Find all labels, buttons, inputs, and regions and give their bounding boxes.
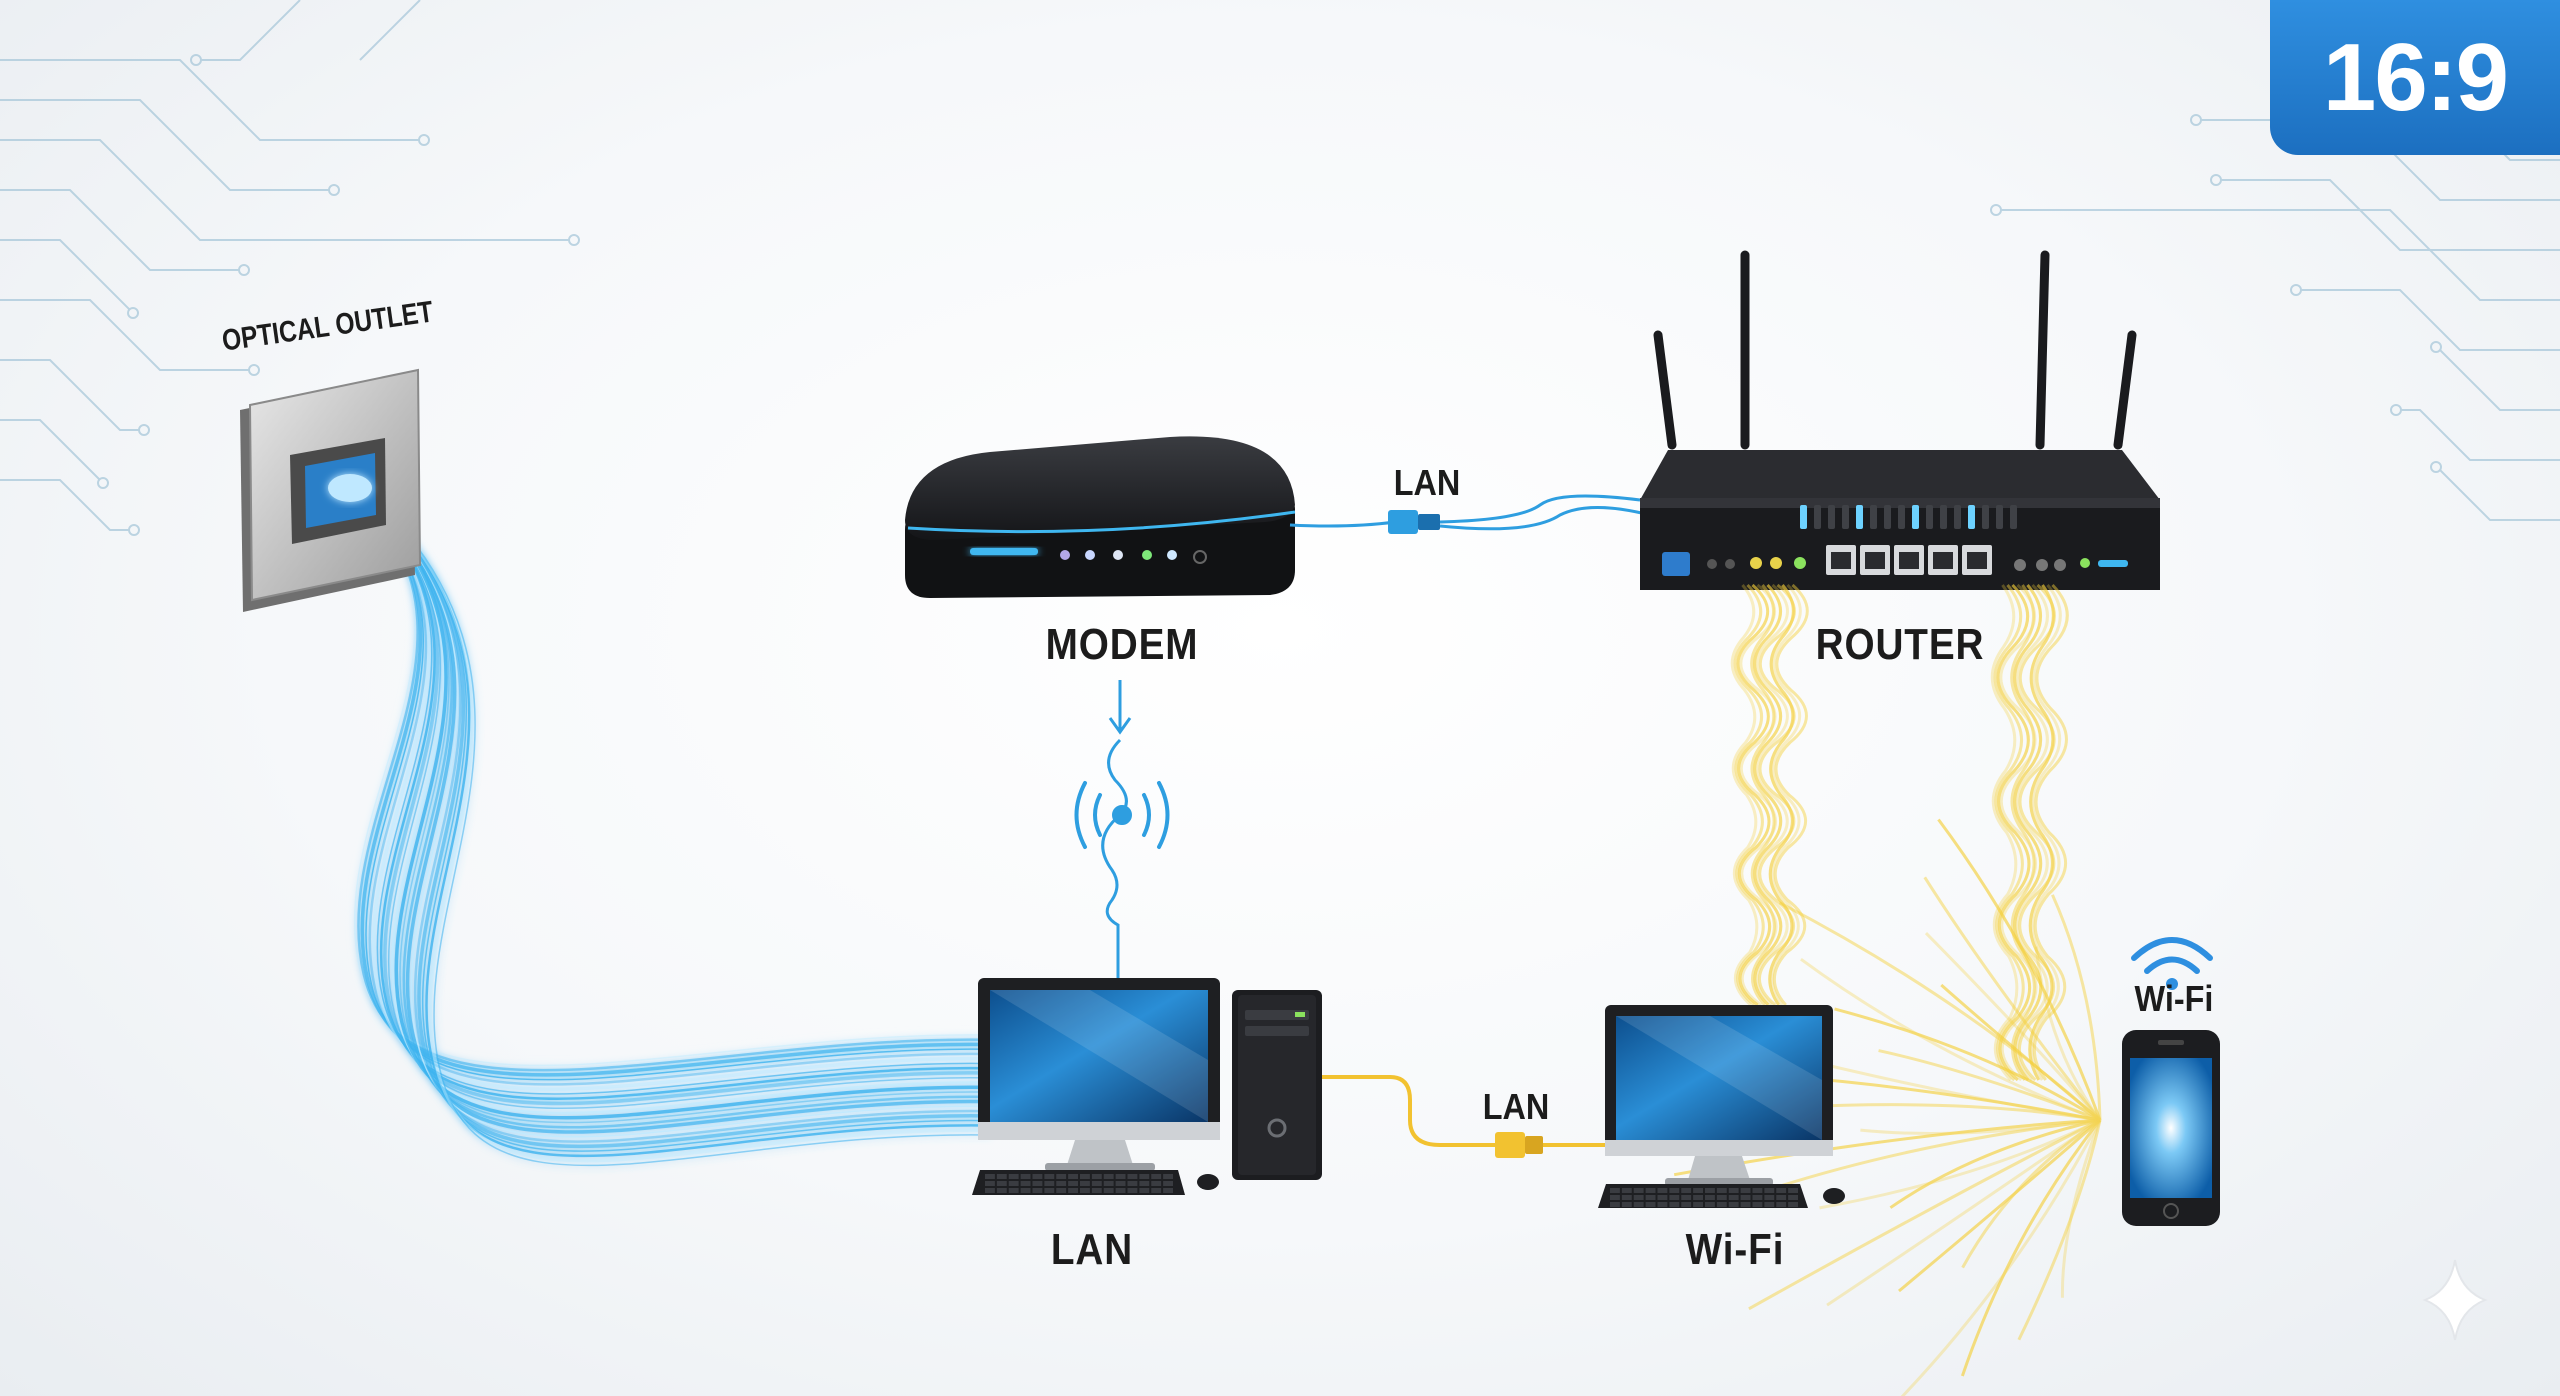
router-label: ROUTER	[1815, 620, 1985, 669]
modem-icon	[905, 436, 1296, 598]
aspect-ratio-text: 16:9	[2322, 23, 2509, 131]
optical-fiber-bundle	[334, 477, 991, 1167]
desktop-computer-icon	[972, 978, 1322, 1195]
modem-label: MODEM	[1045, 620, 1199, 669]
modem-signal-link	[1101, 680, 1132, 985]
router-wifi-waves-left	[1730, 583, 1809, 1007]
aspect-ratio-badge: 16:9	[2270, 0, 2560, 155]
sparkle-icon	[2422, 1259, 2488, 1341]
router-icon	[1640, 250, 2160, 590]
lan-cable-modem-router	[1289, 494, 1651, 534]
router-wifi-waves-right	[1990, 583, 2069, 1082]
circuit-decoration-left	[0, 0, 580, 536]
lan-label-cable: LAN	[1482, 1086, 1550, 1127]
lan-label-modem-router: LAN	[1393, 462, 1461, 503]
signal-icon	[1074, 781, 1170, 849]
wifi-icon	[2131, 937, 2213, 990]
lan-computer-label: LAN	[1050, 1225, 1134, 1274]
monitor-icon	[1598, 1005, 1845, 1208]
phone-wifi-burst	[1673, 818, 2102, 1396]
optical-outlet-icon	[240, 368, 422, 612]
wifi-computer-label: Wi-Fi	[1685, 1225, 1785, 1274]
wifi-phone-label: Wi-Fi	[2134, 978, 2214, 1019]
lan-cable-computers	[1320, 1075, 1605, 1158]
smartphone-icon	[2122, 1030, 2220, 1226]
